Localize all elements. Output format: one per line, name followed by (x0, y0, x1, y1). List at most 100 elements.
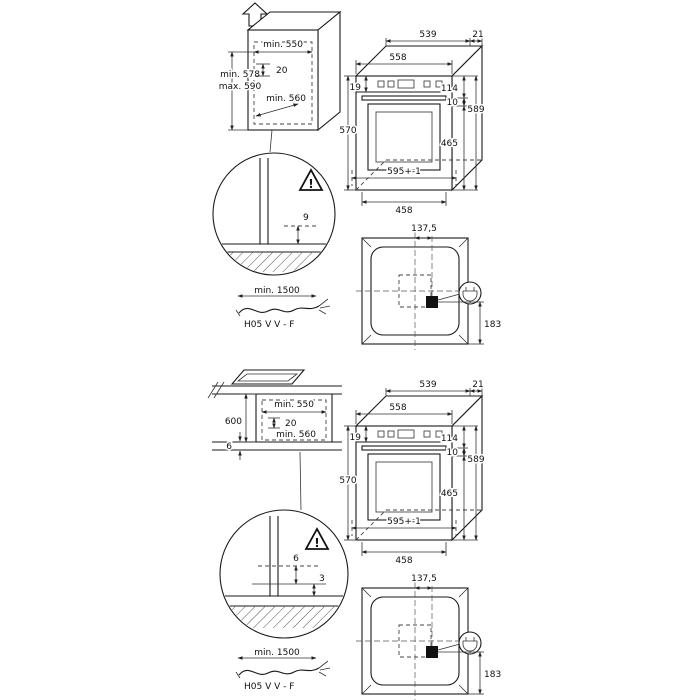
oven-panel-height-label: 114 (441, 434, 458, 444)
dim-hob-clearance: 600 (223, 393, 256, 443)
cabinet-depth-label: min. 560 (266, 94, 306, 104)
dim-total-height: 589 (466, 425, 486, 541)
dim-connection-y: 183 (438, 651, 503, 695)
oven-body-height-label: 465 (441, 489, 458, 499)
oven-knob (377, 80, 385, 88)
oven-window (375, 461, 433, 513)
oven-window (375, 111, 433, 163)
oven-knob (377, 430, 385, 438)
cable-type-label: H05 V V - F (244, 682, 294, 692)
counter-depth-label: min. 560 (276, 430, 316, 440)
upper-cabinet-drawing: min. 550 min. 578 max. 590 20 min. 560 (217, 2, 342, 153)
dim-floor-gap: 6 (225, 432, 242, 460)
oven-knob (435, 80, 443, 88)
oven-cutout-width-label: 595+-1 (387, 167, 421, 177)
cabinet-inset-label: 20 (276, 66, 288, 76)
hob-outline (230, 369, 306, 385)
junction-box (426, 646, 438, 658)
dim-body-height: 465 (439, 105, 478, 191)
dim-front-height: 570 (338, 75, 358, 191)
oven-total-height-label: 589 (467, 455, 484, 465)
upper-detail-circle: 9 ! (212, 152, 336, 276)
counter-gap-label: 6 (226, 442, 232, 452)
oven-total-height-label: 589 (467, 105, 484, 115)
lower-cable-drawing: min. 1500 H05 V V - F (235, 647, 331, 694)
lower-oven-drawing: 539 21 558 19 114 10 (338, 379, 486, 568)
upper-cable-drawing: min. 1500 H05 V V - F (235, 285, 331, 332)
cable-length-label: min. 1500 (254, 286, 300, 296)
counter-niche-width-label: min. 550 (274, 400, 314, 410)
oven-display (397, 429, 415, 439)
dim-connection-x: 137,5 (410, 223, 438, 296)
oven-trim-label: 19 (350, 83, 362, 93)
dim-top-depth: 539 21 (385, 379, 485, 396)
lower-rear-view: 137,5 183 (356, 573, 503, 700)
upper-oven-drawing: 539 21 558 19 114 10 (338, 29, 486, 218)
upper-section: min. 550 min. 578 max. 590 20 min. 560 (212, 2, 503, 350)
lower-detail-circle: 6 3 ! (219, 509, 349, 639)
dim-gap: 6 (292, 553, 301, 585)
dim-connection-x: 137,5 (410, 573, 438, 646)
floor-gap-label: 9 (303, 213, 309, 223)
oven-display (397, 79, 415, 89)
oven-cutout-width-label: 595+-1 (387, 517, 421, 527)
counter-hob-clearance-label: 600 (225, 417, 242, 427)
dim-niche-width: min. 550 (253, 39, 313, 54)
rear-connection-x-label: 137,5 (411, 574, 437, 584)
cabinet-niche-width-label: min. 550 (263, 40, 303, 50)
oven-knob (423, 80, 431, 88)
oven-body-depth-label: 458 (395, 206, 412, 216)
oven-top-depth-label: 539 (419, 30, 436, 40)
dim-panel-chain: 114 10 (439, 75, 478, 110)
dim-width: 558 (355, 52, 453, 74)
dim-total-height: 589 (466, 75, 486, 191)
oven-width-label: 558 (389, 403, 406, 413)
oven-top-depth-label: 539 (419, 380, 436, 390)
oven-front-height-label: 570 (339, 126, 356, 136)
detail-lip-label: 3 (319, 574, 325, 584)
dim-front-height: 570 (338, 425, 358, 541)
dim-body-depth: 458 (361, 542, 447, 568)
dim-body-height: 465 (439, 455, 478, 541)
oven-knob (387, 80, 395, 88)
dim-panel-chain: 114 10 (439, 425, 478, 460)
oven-door (367, 103, 441, 171)
oven-knob (387, 430, 395, 438)
oven-trim-label: 19 (350, 433, 362, 443)
oven-knob (423, 430, 431, 438)
dim-niche-width: min. 550 (261, 399, 327, 414)
dim-connection-y: 183 (438, 301, 503, 345)
warning-icon: ! (304, 527, 330, 550)
dim-trim: 19 (348, 75, 368, 95)
lower-counter-drawing: min. 550 600 20 min. 560 6 (207, 369, 342, 511)
plug-icon (458, 631, 482, 655)
dim-inset: 20 (268, 417, 298, 431)
dim-cutout-width: 595+-1 (351, 166, 457, 186)
lower-section: min. 550 600 20 min. 560 6 (207, 369, 503, 700)
oven-body-depth-label: 458 (395, 556, 412, 566)
warning-mark: ! (314, 536, 319, 550)
rear-connection-x-label: 137,5 (411, 224, 437, 234)
cabinet-height-min-label: min. 578 (220, 70, 260, 80)
plug-icon (458, 281, 482, 305)
rear-connection-y-label: 183 (484, 320, 501, 330)
dim-cutout-width: 595+-1 (351, 516, 457, 536)
oven-top-rear-label: 21 (472, 380, 483, 390)
dim-width: 558 (355, 402, 453, 424)
dim-body-depth: 458 (361, 192, 447, 218)
dim-floor-gap: 9 (296, 212, 311, 245)
dim-inset: 20 (256, 63, 289, 78)
cable-length-label: min. 1500 (254, 648, 300, 658)
counter-inset-label: 20 (285, 419, 297, 429)
oven-gap-label: 10 (447, 448, 459, 458)
oven-front-height-label: 570 (339, 476, 356, 486)
oven-handle (361, 95, 447, 101)
oven-gap-label: 10 (447, 98, 459, 108)
dim-top-depth: 539 21 (385, 29, 485, 46)
warning-mark: ! (308, 177, 313, 191)
rear-connection-y-label: 183 (484, 670, 501, 680)
dim-lip: 3 (312, 573, 326, 597)
dim-niche-depth: min. 560 (255, 93, 308, 117)
